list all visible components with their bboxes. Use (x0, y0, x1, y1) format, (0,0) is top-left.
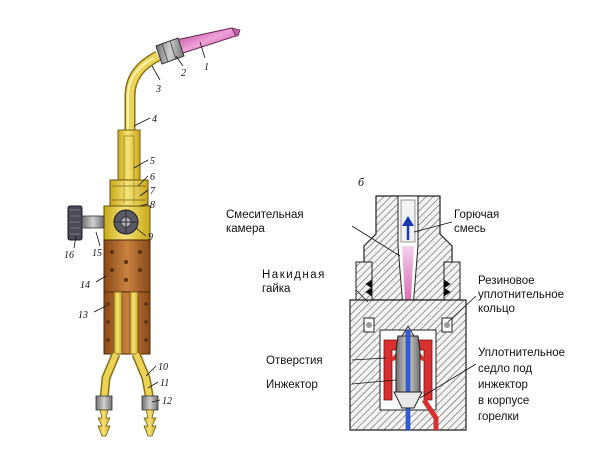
section-leader-lines (351, 221, 477, 399)
callout-4: 4 (152, 114, 157, 125)
oxygen-valve-wheel (67, 205, 105, 241)
label-seat-1: Уплотнительное (478, 347, 565, 359)
label-seat-4: в корпусе (478, 395, 529, 407)
subfigure-label: б (358, 175, 365, 189)
label-fuel-mix-2: смесь (454, 223, 486, 235)
tip-nut (155, 37, 185, 65)
torch-assembly: 1 2 3 4 5 6 7 8 9 10 11 12 13 14 15 16 (64, 27, 241, 437)
callout-12: 12 (162, 396, 172, 407)
label-holes: Отверстия (266, 355, 323, 367)
callout-2: 2 (181, 68, 186, 79)
label-rubber-ring-3: кольцо (478, 303, 515, 315)
label-mixing-chamber-1: Смесительная (226, 209, 304, 221)
torch-handle (103, 239, 151, 355)
callout-15: 15 (92, 248, 102, 259)
callout-3: 3 (155, 84, 161, 95)
label-rubber-ring-1: Резиновое (478, 275, 535, 287)
injector-seat (393, 391, 423, 409)
callout-5: 5 (150, 156, 155, 167)
torch-leader-lines (73, 41, 206, 403)
hose-nipples (95, 352, 159, 437)
label-injector: Инжектор (266, 379, 318, 391)
callout-11: 11 (160, 378, 169, 389)
injector-cross-section: б (226, 175, 565, 431)
callout-7: 7 (150, 186, 156, 197)
union-nut (109, 179, 149, 207)
callout-9: 9 (148, 232, 153, 243)
label-rubber-ring-2: уплотнительное (478, 289, 564, 301)
callout-13: 13 (78, 310, 88, 321)
label-seat-3: инжектор (478, 379, 528, 391)
label-seat-5: горелки (478, 411, 519, 423)
torch-tip-nozzle (175, 27, 241, 55)
threads (365, 279, 451, 297)
label-nut-1: Накидная (262, 269, 326, 281)
label-mixing-chamber-2: камера (226, 223, 265, 235)
label-fuel-mix-1: Горючая (454, 209, 499, 221)
callout-16: 16 (64, 250, 74, 261)
label-nut-2: гайка (262, 283, 291, 295)
oxygen-channel (405, 329, 411, 431)
label-seat-2: седло под (478, 363, 532, 375)
callout-8: 8 (150, 200, 155, 211)
callout-14: 14 (80, 280, 90, 291)
valve-spindle (113, 209, 139, 235)
callout-6: 6 (150, 172, 155, 183)
callout-1: 1 (204, 62, 209, 73)
callout-10: 10 (158, 362, 168, 373)
